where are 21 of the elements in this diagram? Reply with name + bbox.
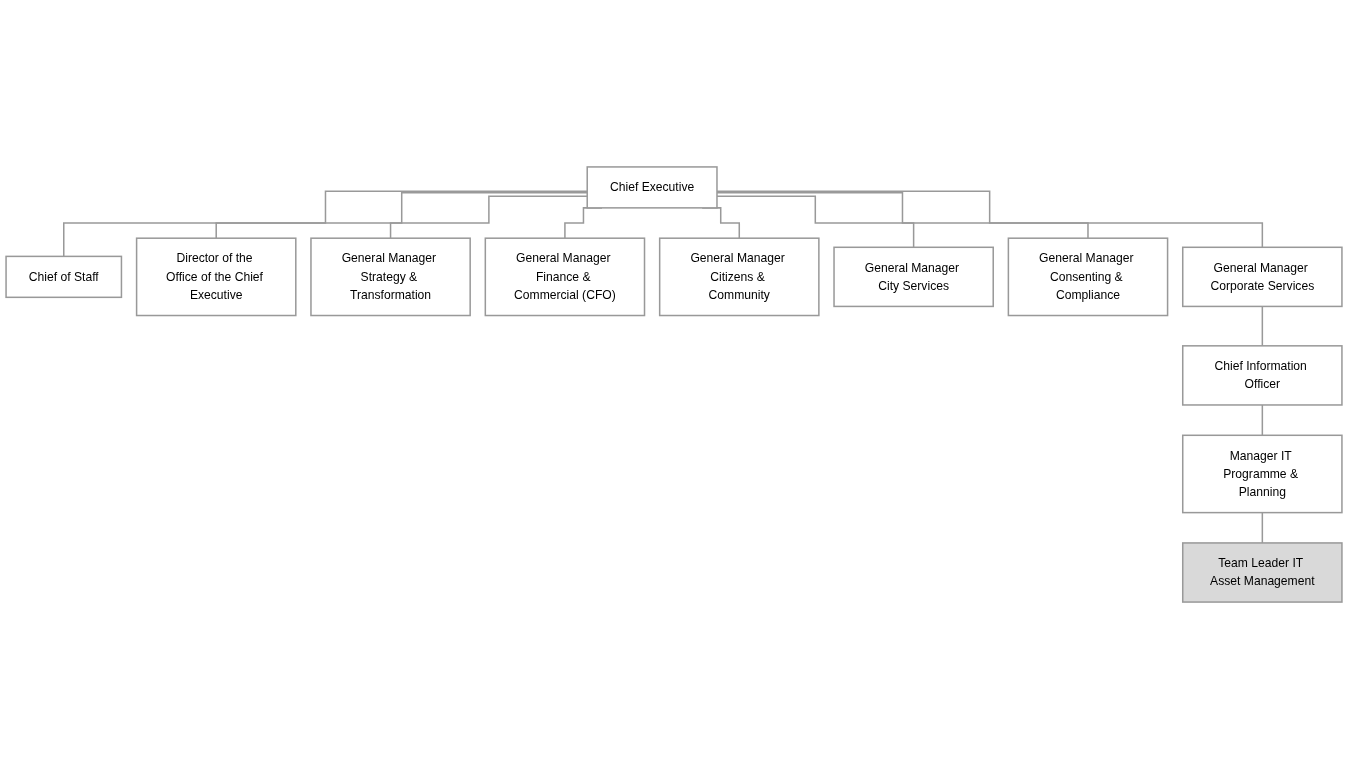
node-box: Chief Executive (586, 166, 718, 209)
node-box: General Manager Citizens & Community (658, 237, 820, 317)
node-box: General Manager Consenting & Compliance (1007, 237, 1169, 317)
node-box: General Manager City Services (833, 246, 994, 308)
node-box: General Manager Corporate Services (1182, 246, 1343, 308)
connector (716, 191, 1089, 239)
connector (389, 195, 588, 239)
node-box: Manager IT Programme & Planning (1182, 434, 1343, 514)
connector (716, 195, 915, 249)
node-box: General Manager Finance & Commercial (CFO) (484, 237, 646, 317)
node-box: Chief Information Officer (1182, 345, 1343, 406)
connector (716, 190, 1264, 249)
connector (1261, 305, 1264, 347)
connector (63, 190, 588, 258)
node-box: Chief of Staff (5, 255, 123, 299)
connector (1261, 511, 1264, 544)
connector (215, 191, 588, 239)
node-box: General Manager Strategy & Transformation (310, 237, 471, 317)
node-box: Director of the Office of the Chief Executive (135, 237, 297, 317)
connector (1261, 404, 1264, 437)
node-box: Team Leader IT Asset Management (1182, 542, 1343, 603)
